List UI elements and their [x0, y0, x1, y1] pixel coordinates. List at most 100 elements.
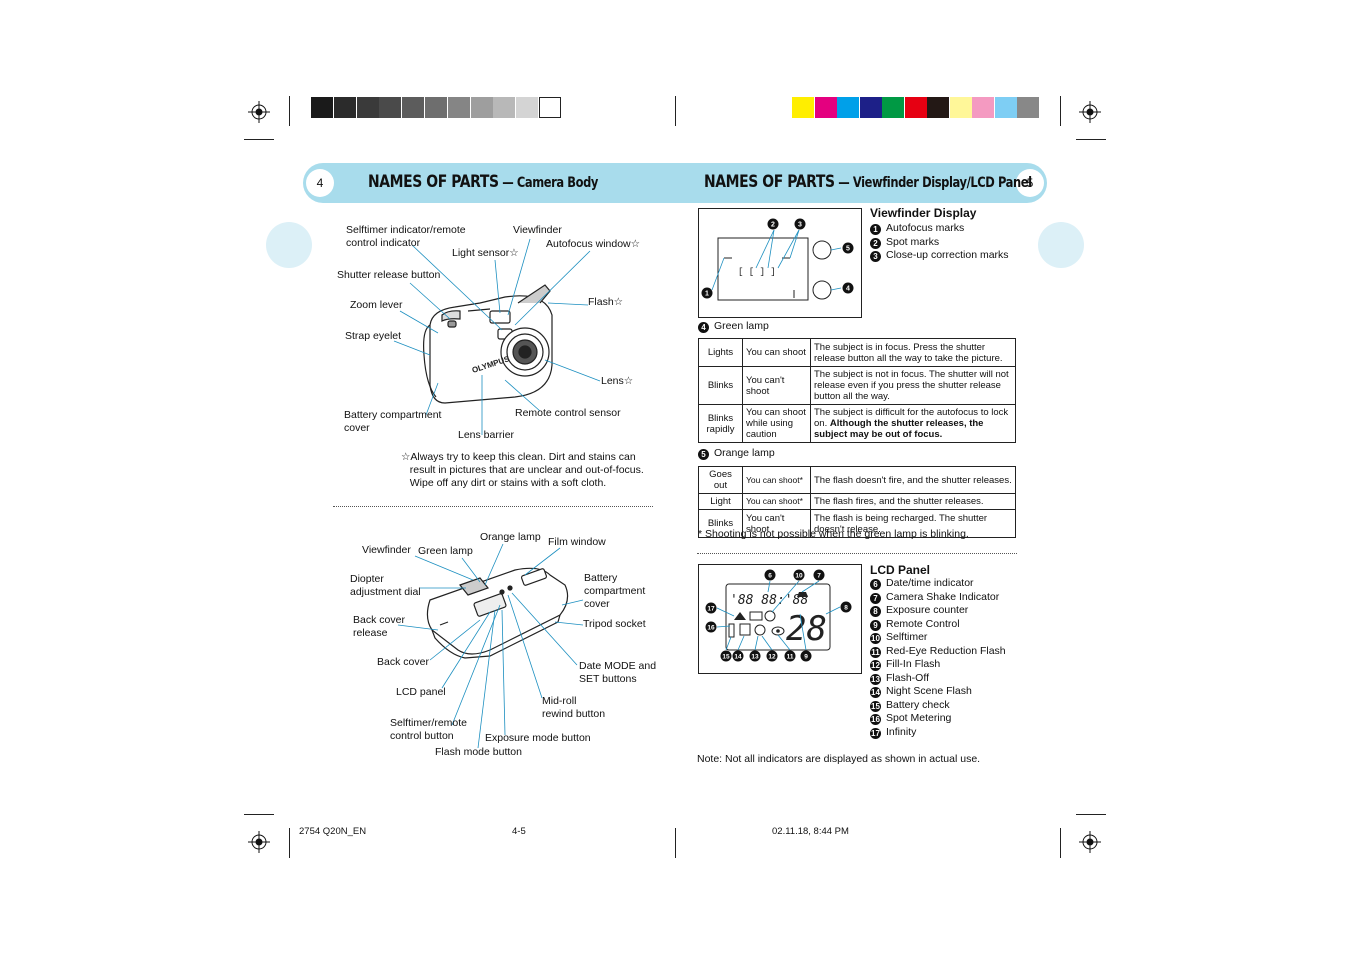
color-swatch: [539, 97, 561, 118]
svg-text:4: 4: [846, 286, 850, 293]
legend-number: 10: [870, 633, 881, 644]
legend-number: 16: [870, 714, 881, 725]
table-row: Goes out You can shoot* The flash doesn'…: [698, 466, 1016, 494]
color-swatch: [333, 97, 356, 118]
legend-label: Exposure counter: [886, 604, 969, 616]
viewfinder-diagram: [ [ ] ] 2 3 5 4 1: [701, 218, 854, 301]
label-lens: Lens☆: [601, 375, 634, 387]
legend-label: Date/time indicator: [886, 577, 974, 589]
svg-text:9: 9: [804, 654, 808, 661]
svg-text:6: 6: [768, 573, 772, 580]
label-viewfinder: Viewfinder: [513, 224, 562, 236]
lcd-heading: LCD Panel: [870, 563, 931, 577]
svg-text:13: 13: [751, 654, 759, 661]
legend-number: 14: [870, 687, 881, 698]
table-row: Blinks You can't shoot The subject is no…: [698, 366, 1016, 405]
crop-mark: [1060, 828, 1061, 858]
label-selftimer-indicator: Selftimer indicator/remote control indic…: [346, 224, 466, 249]
table-cell: The flash doesn't fire, and the shutter …: [810, 466, 1016, 494]
legend-label: Night Scene Flash: [886, 685, 972, 697]
legend-number: 13: [870, 673, 881, 685]
table-cell: Goes out: [698, 466, 743, 494]
label-lens-barrier: Lens barrier: [458, 429, 515, 441]
svg-text:[ [ ] ]: [ [ ] ]: [738, 267, 776, 277]
footer-file-name: 2754 Q20N_EN: [299, 826, 367, 837]
crop-mark: [1076, 139, 1106, 140]
table-cell: You can't shoot: [742, 366, 811, 405]
label-back-cover-release: Back cover release: [353, 614, 405, 639]
color-swatch: [402, 97, 425, 118]
legend-number: 7: [870, 592, 881, 604]
color-swatch: [972, 97, 994, 118]
section-divider: [697, 553, 1017, 554]
svg-text:'88 88:'88: '88 88:'88: [730, 593, 808, 608]
table-cell: You can't shoot: [742, 509, 811, 538]
legend-number: 12: [870, 660, 881, 671]
viewfinder-diagram-frame: [698, 208, 862, 318]
label-diopter: Diopter adjustment dial: [350, 573, 421, 598]
label-viewfinder-back: Viewfinder: [362, 544, 411, 556]
svg-text:16: 16: [707, 625, 715, 632]
section-divider: [333, 506, 653, 507]
crop-mark: [675, 96, 676, 126]
legend-item: 16 Spot Metering: [870, 712, 1006, 726]
footnote: * Shooting is not possible when the gree…: [698, 528, 969, 540]
legend-item: 10 Selftimer: [870, 631, 1006, 645]
legend-label: Selftimer: [886, 631, 928, 643]
svg-text:2: 2: [771, 222, 775, 229]
right-page-title: NAMES OF PARTS — Viewfinder Display/LCD …: [704, 172, 1032, 192]
color-swatch: [859, 97, 882, 118]
svg-text:28: 28: [786, 609, 827, 649]
table-cell: You can shoot: [742, 338, 811, 367]
legend-number: 8: [870, 606, 881, 617]
color-swatch: [356, 97, 379, 118]
footer-pages: 4-5: [512, 826, 526, 837]
label-back-cover: Back cover: [377, 656, 429, 668]
color-swatch: [447, 97, 470, 118]
label-battery-cover: Battery compartment cover: [344, 409, 442, 434]
lcd-diagram: '88 88:'88 28 6 10 7 8 17 16 15 14 13 12…: [705, 569, 852, 662]
lcd-diagram-frame: [698, 564, 862, 674]
svg-text:12: 12: [768, 654, 776, 661]
table-cell: The flash is being recharged. The shutte…: [810, 509, 1016, 538]
right-page-number: 5: [1016, 169, 1044, 197]
label-selftimer-button: Selftimer/remote control button: [390, 717, 468, 742]
table-row: Lights You can shoot The subject is in f…: [698, 338, 1016, 367]
crop-mark: [675, 828, 676, 858]
camera-front-illustration: OLYMPUS: [393, 238, 601, 435]
table-row: Blinks You can't shoot The flash is bein…: [698, 509, 1016, 538]
legend-item: 14 Night Scene Flash: [870, 685, 1006, 699]
label-flash: Flash☆: [588, 296, 624, 308]
legend-number: 15: [870, 700, 881, 712]
label-exposure-mode-button: Exposure mode button: [485, 732, 591, 744]
table-cell: Blinks rapidly: [698, 404, 743, 443]
camera-back-illustration: [397, 543, 584, 749]
footer-date: 02.11.18, 8:44 PM: [772, 826, 849, 837]
registration-mark-icon: [1079, 831, 1101, 853]
left-page-title: NAMES OF PARTS — Camera Body: [368, 172, 599, 192]
label-flash-mode-button: Flash mode button: [435, 746, 522, 758]
color-swatch: [493, 97, 516, 118]
table-cell: You can shoot*: [742, 466, 811, 494]
crop-mark: [289, 96, 290, 126]
color-swatch: [927, 97, 949, 118]
color-swatch: [425, 97, 447, 118]
label-green-lamp: Green lamp: [418, 545, 473, 557]
color-swatch: [1017, 97, 1039, 118]
legend-label: Spot Metering: [886, 712, 952, 724]
legend-label: Camera Shake Indicator: [886, 590, 1000, 603]
color-swatch: [814, 97, 837, 118]
svg-text:10: 10: [795, 573, 803, 580]
legend-label: Battery check: [886, 698, 950, 711]
svg-text:8: 8: [844, 605, 848, 612]
